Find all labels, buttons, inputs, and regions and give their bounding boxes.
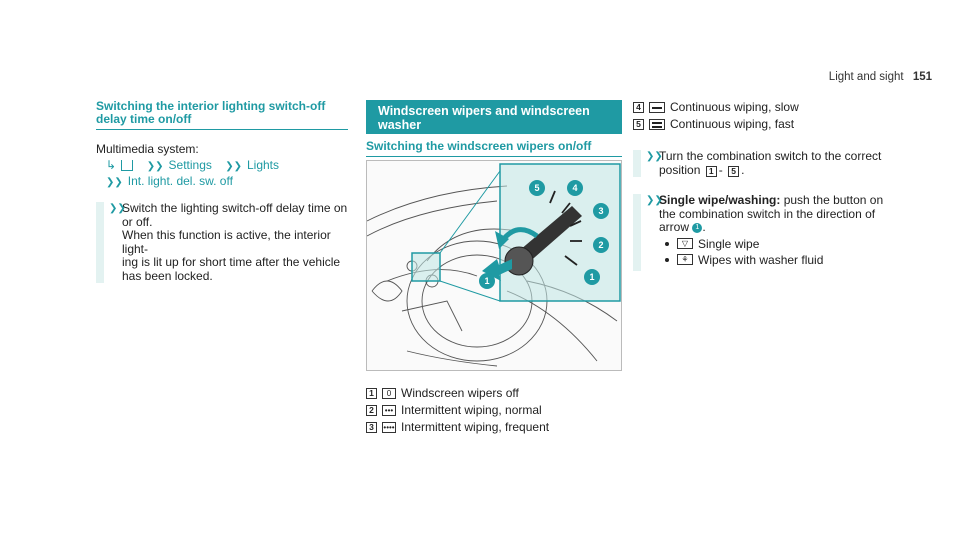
key-box: 5 xyxy=(728,165,740,177)
bullet-text: Single wipe xyxy=(698,236,760,251)
section-name: Light and sight xyxy=(828,71,904,83)
callout-3: 3 xyxy=(598,206,603,216)
bullet-dot xyxy=(665,257,669,262)
banner-line1: Windscreen wipers and windscreen washer xyxy=(378,104,590,132)
instr-line: position 1- 5. xyxy=(659,162,745,177)
key-box: 1 xyxy=(366,388,377,399)
instr-line: arrow 1. xyxy=(659,220,706,234)
bullet-dot xyxy=(665,241,669,246)
callout-5: 5 xyxy=(534,183,539,193)
section-title: Switching the interior lighting switch-o… xyxy=(96,100,348,130)
section-title-line2: delay time on/off xyxy=(96,112,192,126)
key-box: 2 xyxy=(366,405,377,416)
single-wipe-icon: ▽ xyxy=(677,238,693,249)
wiper-switch-illustration: 5 4 3 2 1 1 xyxy=(366,160,622,371)
legend-text: Continuous wiping, fast xyxy=(670,117,795,131)
banner-line2: system xyxy=(378,132,422,146)
step-arrow-icon: ❯❯ xyxy=(109,203,126,214)
menu-path: ↳ ❯❯ Settings ❯❯ Lights ❯❯ Int. light. del.… xyxy=(96,158,348,190)
intermittent-frequent-icon: •••• xyxy=(382,422,396,433)
callout-4: 4 xyxy=(572,183,577,193)
washer-fluid-icon: ⚘ xyxy=(677,254,693,265)
legend-row: 1 0 Windscreen wipers off xyxy=(366,385,622,402)
bullet-text: Wipes with washer fluid xyxy=(698,252,824,267)
chevron-icon: ❯❯ xyxy=(146,161,164,172)
chevron-icon: ❯❯ xyxy=(225,161,242,172)
path-lights: Lights xyxy=(246,158,280,172)
path-item: Int. light. del. sw. off xyxy=(127,174,233,188)
legend-row: 3 •••• Intermittent wiping, frequent xyxy=(366,419,622,436)
instr-line: ing is lit up for short time after the v… xyxy=(122,255,341,269)
continuous-fast-icon xyxy=(649,119,665,130)
subsection-title: Switching the windscreen wipers on/off xyxy=(366,139,622,157)
legend-text: Windscreen wipers off xyxy=(401,386,519,400)
dashboard-drawing: 5 4 3 2 1 1 xyxy=(367,163,621,367)
callout-1: 1 xyxy=(589,272,594,282)
instr-line: Switch the lighting switch-off delay tim… xyxy=(122,201,348,215)
key-box: 4 xyxy=(633,102,644,113)
instruction-bar xyxy=(96,202,104,283)
wipers-section: Windscreen wipers and windscreen washer … xyxy=(366,100,622,434)
callout-2: 2 xyxy=(598,240,603,250)
instruction-block: ❯❯ Turn the combination switch to the co… xyxy=(633,149,893,177)
home-icon xyxy=(121,160,134,171)
menu-intro: Multimedia system: xyxy=(96,142,199,156)
page-number: 151 xyxy=(912,71,932,83)
section-banner: Windscreen wipers and windscreen washer … xyxy=(366,100,622,146)
instr-line: or off. xyxy=(122,214,153,229)
instruction-bar xyxy=(633,194,641,271)
interior-lighting-section: Switching the interior lighting switch-o… xyxy=(96,100,348,283)
step-arrow-icon: ❯❯ xyxy=(646,151,663,162)
path-settings: Settings xyxy=(168,158,212,172)
legend-row: 5 Continuous wiping, fast xyxy=(633,116,893,133)
bullet-item: ⚘ Wipes with washer fluid xyxy=(659,253,893,271)
step-arrow-icon: ❯❯ xyxy=(646,195,663,206)
callout-arrow-1: 1 xyxy=(484,276,489,286)
instr-line: Single wipe/washing: push the button on xyxy=(659,193,893,208)
instr-bold: Single wipe/washing: xyxy=(659,193,781,207)
instr-line: Turn the combination switch to the corre… xyxy=(659,149,882,163)
instr-text: arrow xyxy=(659,220,690,234)
page-header: Light and sight 151 xyxy=(829,71,932,83)
return-arrow-icon: ↳ xyxy=(106,158,117,172)
instr-line: the combination switch in the direction … xyxy=(659,206,876,221)
callout-1-icon: 1 xyxy=(692,222,703,233)
bullet-item: ▽ Single wipe xyxy=(659,237,893,251)
intermittent-normal-icon: ••• xyxy=(382,405,396,416)
instr-text: push the button on xyxy=(783,193,884,207)
key-box: 3 xyxy=(366,422,377,433)
legend-row: 4 Continuous wiping, slow xyxy=(633,99,893,116)
wiper-instructions: 4 Continuous wiping, slow 5 Continuous w… xyxy=(633,100,893,271)
continuous-slow-icon xyxy=(649,102,665,113)
instruction-bar xyxy=(633,150,641,177)
instr-text: position xyxy=(659,162,701,177)
wiper-legend: 1 0 Windscreen wipers off 2 ••• Intermit… xyxy=(366,385,622,436)
legend-text: Intermittent wiping, frequent xyxy=(401,420,550,434)
legend-text: Continuous wiping, slow xyxy=(670,100,799,114)
instr-line: has been locked. xyxy=(122,268,213,283)
wiper-off-icon: 0 xyxy=(382,388,396,399)
legend-row: 2 ••• Intermittent wiping, normal xyxy=(366,402,622,419)
key-box: 1 xyxy=(705,165,717,177)
chevron-icon: ❯❯ xyxy=(106,177,123,188)
legend-text: Intermittent wiping, normal xyxy=(401,403,542,417)
section-title-line1: Switching the interior lighting switch-o… xyxy=(96,99,326,113)
instruction-block: ❯❯ Single wipe/washing: push the button … xyxy=(633,193,893,271)
instr-line: When this function is active, the interi… xyxy=(122,228,331,256)
key-box: 5 xyxy=(633,119,644,130)
instruction-block: ❯❯ Switch the lighting switch-off delay … xyxy=(96,201,348,283)
